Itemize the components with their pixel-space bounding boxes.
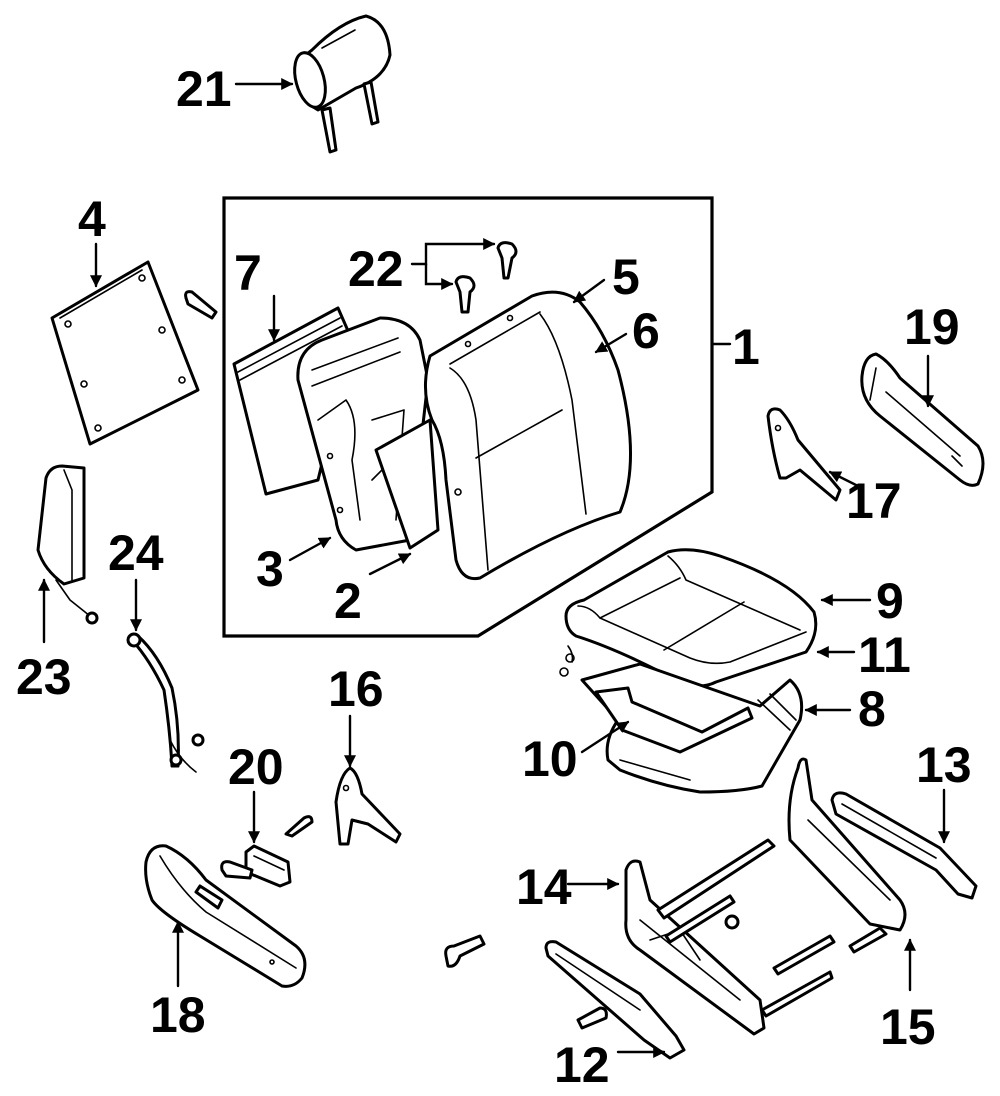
callout-2: 2 bbox=[334, 552, 412, 629]
callout-20: 20 bbox=[228, 739, 284, 844]
callout-2-label: 2 bbox=[334, 573, 362, 629]
callout-22-label: 22 bbox=[348, 241, 404, 297]
callout-22: 22 bbox=[348, 238, 496, 297]
callout-6-label: 6 bbox=[632, 303, 660, 359]
callout-20-label: 20 bbox=[228, 739, 284, 795]
part-17-recliner-cover[interactable] bbox=[766, 407, 842, 502]
callout-7-label: 7 bbox=[234, 245, 262, 301]
callout-12-label: 12 bbox=[554, 1037, 610, 1093]
callout-11: 11 bbox=[816, 627, 911, 683]
callout-21: 21 bbox=[176, 61, 294, 117]
screw-part-4 bbox=[184, 290, 218, 320]
callout-13: 13 bbox=[916, 737, 972, 844]
callout-3-label: 3 bbox=[256, 541, 284, 597]
screw-part-12 bbox=[576, 1006, 608, 1030]
part-18-side-shield[interactable] bbox=[144, 844, 307, 988]
assembly-1-bracket bbox=[222, 196, 732, 638]
callout-10: 10 bbox=[522, 720, 630, 787]
callout-8: 8 bbox=[804, 681, 886, 737]
callout-18-label: 18 bbox=[150, 987, 206, 1043]
callout-24-label: 24 bbox=[108, 525, 164, 581]
part-9-cushion-cover[interactable] bbox=[564, 548, 818, 688]
callout-23-label: 23 bbox=[16, 649, 72, 705]
callout-9: 9 bbox=[820, 573, 904, 629]
part-20-switch[interactable] bbox=[220, 844, 292, 888]
callout-18: 18 bbox=[150, 920, 206, 1043]
callout-15: 15 bbox=[880, 938, 936, 1055]
callout-21-label: 21 bbox=[176, 61, 232, 117]
screw-part-16 bbox=[284, 815, 314, 838]
callout-17-label: 17 bbox=[846, 473, 902, 529]
callout-8-label: 8 bbox=[858, 681, 886, 737]
callout-1-label: 1 bbox=[732, 319, 760, 375]
part-19-outer-shield[interactable] bbox=[860, 352, 985, 487]
callout-23: 23 bbox=[16, 578, 72, 705]
part-22-clips[interactable] bbox=[454, 241, 518, 314]
callout-14: 14 bbox=[516, 859, 620, 915]
part-15-adjuster-outer[interactable] bbox=[772, 757, 907, 976]
part-5-back-cover[interactable] bbox=[423, 290, 633, 581]
callout-19: 19 bbox=[904, 299, 960, 408]
callout-11-label: 11 bbox=[858, 627, 911, 683]
callout-4: 4 bbox=[78, 191, 106, 288]
part-14-adjuster-inner[interactable] bbox=[624, 838, 834, 1036]
callout-6: 6 bbox=[594, 303, 660, 359]
part-24-wire-harness[interactable] bbox=[126, 632, 205, 773]
callout-3: 3 bbox=[256, 536, 332, 597]
bolt bbox=[444, 934, 486, 968]
callout-4-label: 4 bbox=[78, 191, 106, 247]
callout-10-label: 10 bbox=[522, 731, 578, 787]
part-4-back-panel[interactable] bbox=[50, 260, 200, 446]
callout-9-label: 9 bbox=[876, 573, 904, 629]
part-10-cushion-pad[interactable] bbox=[559, 645, 754, 754]
callout-17: 17 bbox=[828, 470, 902, 529]
callout-5: 5 bbox=[572, 249, 640, 305]
part-16-hinge-cover[interactable] bbox=[334, 766, 402, 846]
callout-15-label: 15 bbox=[880, 999, 936, 1055]
callout-5-label: 5 bbox=[612, 249, 640, 305]
part-13-outer-track[interactable] bbox=[830, 791, 978, 900]
part-12-inner-track[interactable] bbox=[544, 940, 686, 1060]
callout-7: 7 bbox=[234, 245, 280, 342]
part-2-back-pad[interactable] bbox=[374, 418, 440, 550]
callout-14-label: 14 bbox=[516, 859, 572, 915]
callout-12: 12 bbox=[554, 1037, 666, 1093]
callout-13-label: 13 bbox=[916, 737, 972, 793]
callout-1: 1 bbox=[732, 319, 760, 375]
part-21-headrest[interactable] bbox=[289, 14, 392, 154]
part-23-side-airbag[interactable] bbox=[36, 464, 99, 625]
callout-16: 16 bbox=[328, 661, 384, 768]
callout-19-label: 19 bbox=[904, 299, 960, 355]
callout-24: 24 bbox=[108, 525, 164, 632]
callout-16-label: 16 bbox=[328, 661, 384, 717]
